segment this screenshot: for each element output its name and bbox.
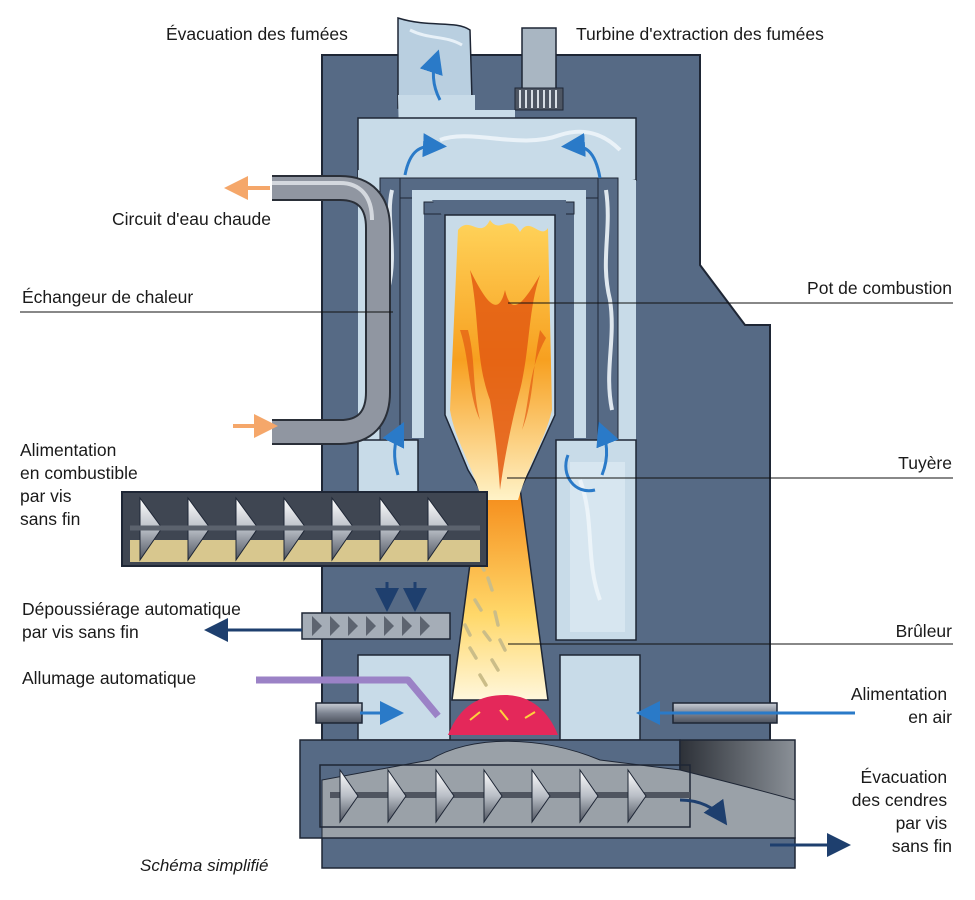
label-dust-removal: Dépoussiérage automatique par vis sans f… [22,599,246,642]
flame [450,220,552,500]
label-ash-removal: Évacuation des cendres par vis sans fin [852,767,952,856]
label-ash-removal-line-4: sans fin [892,836,952,856]
label-smoke-exhaust: Évacuation des fumées [166,24,348,44]
igniter [256,676,441,719]
ash-screw [319,764,691,828]
label-smoke-turbine: Turbine d'extraction des fumées [576,24,824,44]
label-nozzle: Tuyère [898,453,952,473]
label-ash-removal-line-2: des cendres [852,790,948,810]
label-ignition: Allumage automatique [22,668,196,688]
label-hot-water: Circuit d'eau chaude [112,209,271,229]
leader-lines [20,302,953,645]
falling-pellets [463,558,507,687]
smoke-turbine [514,27,564,111]
ash-chamber [299,739,796,869]
label-dust-removal-line-2: par vis sans fin [22,622,139,642]
air-chamber [357,654,641,741]
air-inlet-left [315,702,363,724]
label-fuel-feed-line-4: sans fin [20,509,80,529]
label-heat-exchanger: Échangeur de chaleur [22,287,193,307]
label-air-supply-line-1: Alimentation [851,684,947,704]
label-fuel-feed-line-2: en combustible [20,463,138,483]
label-burner: Brûleur [896,621,953,641]
label-fuel-feed-line-1: Alimentation [20,440,116,460]
hot-water-pipe [272,175,391,445]
dust-removal-screw [301,612,451,640]
label-fuel-feed: Alimentation en combustible par vis sans… [20,440,143,529]
fuel-feed-screw [121,491,488,567]
label-ash-removal-line-1: Évacuation [861,767,948,787]
caption: Schéma simplifié [140,856,269,875]
label-combustion-pot: Pot de combustion [807,278,952,298]
label-air-supply-line-2: en air [908,707,952,727]
label-dust-removal-line-1: Dépoussiérage automatique [22,599,241,619]
flow-arrows [204,49,855,857]
label-air-supply: Alimentation en air [851,684,952,727]
embers [448,695,558,735]
label-ash-removal-line-3: par vis [896,813,948,833]
label-fuel-feed-line-3: par vis [20,486,72,506]
